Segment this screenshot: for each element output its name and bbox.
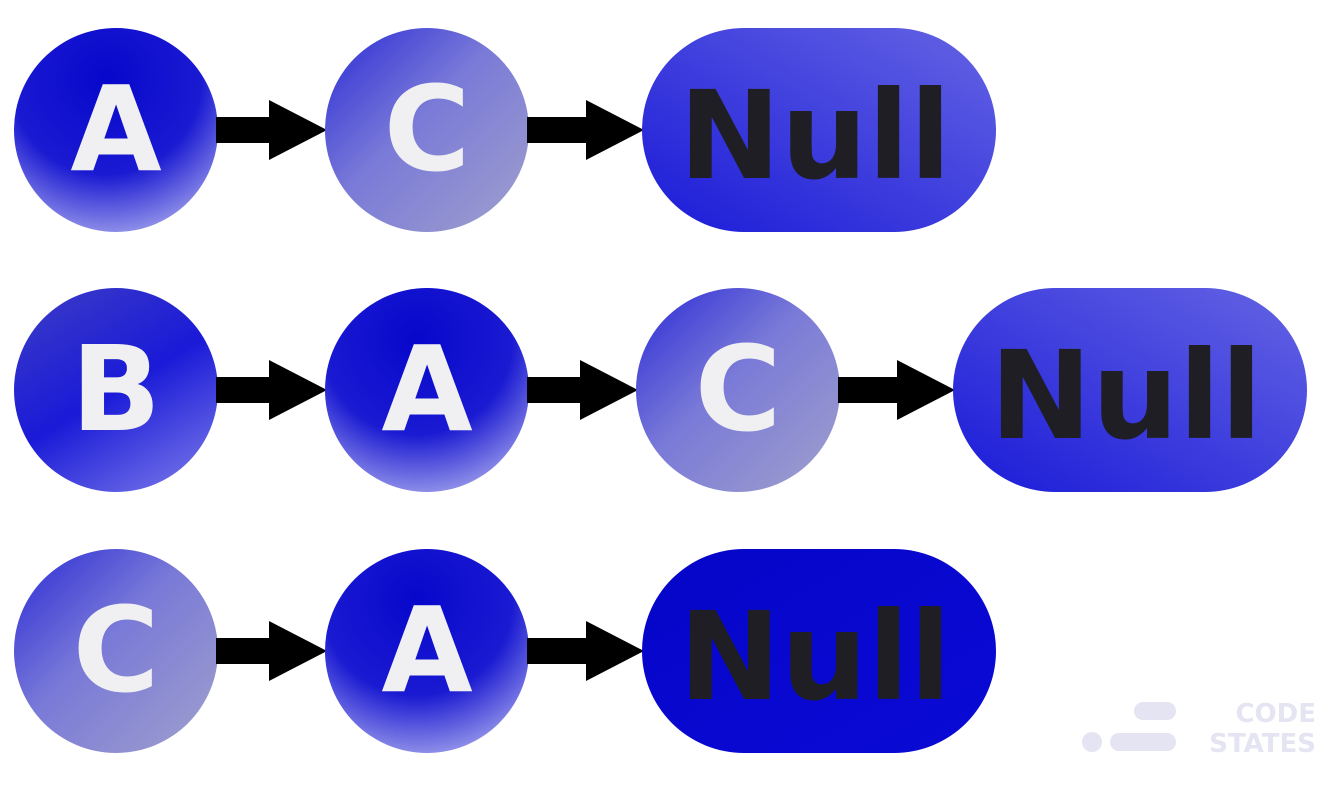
node-c: C bbox=[325, 28, 529, 232]
logo-mark-bar bbox=[1110, 733, 1176, 751]
node-label: A bbox=[381, 320, 472, 458]
pointer-arrow bbox=[216, 100, 327, 160]
pointer-arrow bbox=[527, 621, 644, 681]
logo-text-code: CODE bbox=[1235, 699, 1316, 729]
node-c: C bbox=[636, 288, 840, 492]
node-a: A bbox=[325, 288, 529, 492]
null-label: Null bbox=[990, 325, 1263, 467]
null-label: Null bbox=[679, 586, 952, 728]
node-circle bbox=[325, 28, 529, 232]
logo-text-states: STATES bbox=[1209, 729, 1316, 759]
null-pill bbox=[953, 288, 1307, 492]
node-label: C bbox=[384, 60, 471, 198]
node-a: A bbox=[325, 549, 529, 753]
null-terminal: Null bbox=[642, 28, 996, 232]
null-terminal: Null bbox=[642, 549, 996, 753]
null-pill bbox=[642, 28, 996, 232]
node-label: C bbox=[695, 320, 782, 458]
node-a: A bbox=[14, 28, 218, 232]
node-label: A bbox=[381, 581, 472, 719]
node-b: B bbox=[14, 288, 218, 492]
pointer-arrow bbox=[527, 100, 644, 160]
node-circle bbox=[325, 549, 529, 753]
null-label: Null bbox=[679, 65, 952, 207]
list-row-3: C A Null bbox=[14, 549, 996, 753]
code-states-logo: CODE STATES bbox=[1082, 699, 1316, 759]
null-pill bbox=[642, 549, 996, 753]
node-label: A bbox=[70, 60, 161, 198]
node-label: C bbox=[73, 581, 160, 719]
node-circle bbox=[325, 288, 529, 492]
null-terminal: Null bbox=[953, 288, 1307, 492]
logo-mark-top bbox=[1134, 702, 1176, 720]
pointer-arrow bbox=[216, 360, 327, 420]
node-circle bbox=[14, 549, 218, 753]
list-row-1: A C Null bbox=[14, 28, 996, 232]
pointer-arrow bbox=[838, 360, 955, 420]
pointer-arrow bbox=[527, 360, 638, 420]
pointer-arrow bbox=[216, 621, 327, 681]
node-circle bbox=[636, 288, 840, 492]
logo-mark-dot bbox=[1082, 732, 1102, 752]
node-circle bbox=[14, 288, 218, 492]
node-label: B bbox=[71, 320, 161, 458]
list-row-2: B A C Null bbox=[14, 288, 1307, 492]
node-circle bbox=[14, 28, 218, 232]
node-c: C bbox=[14, 549, 218, 753]
